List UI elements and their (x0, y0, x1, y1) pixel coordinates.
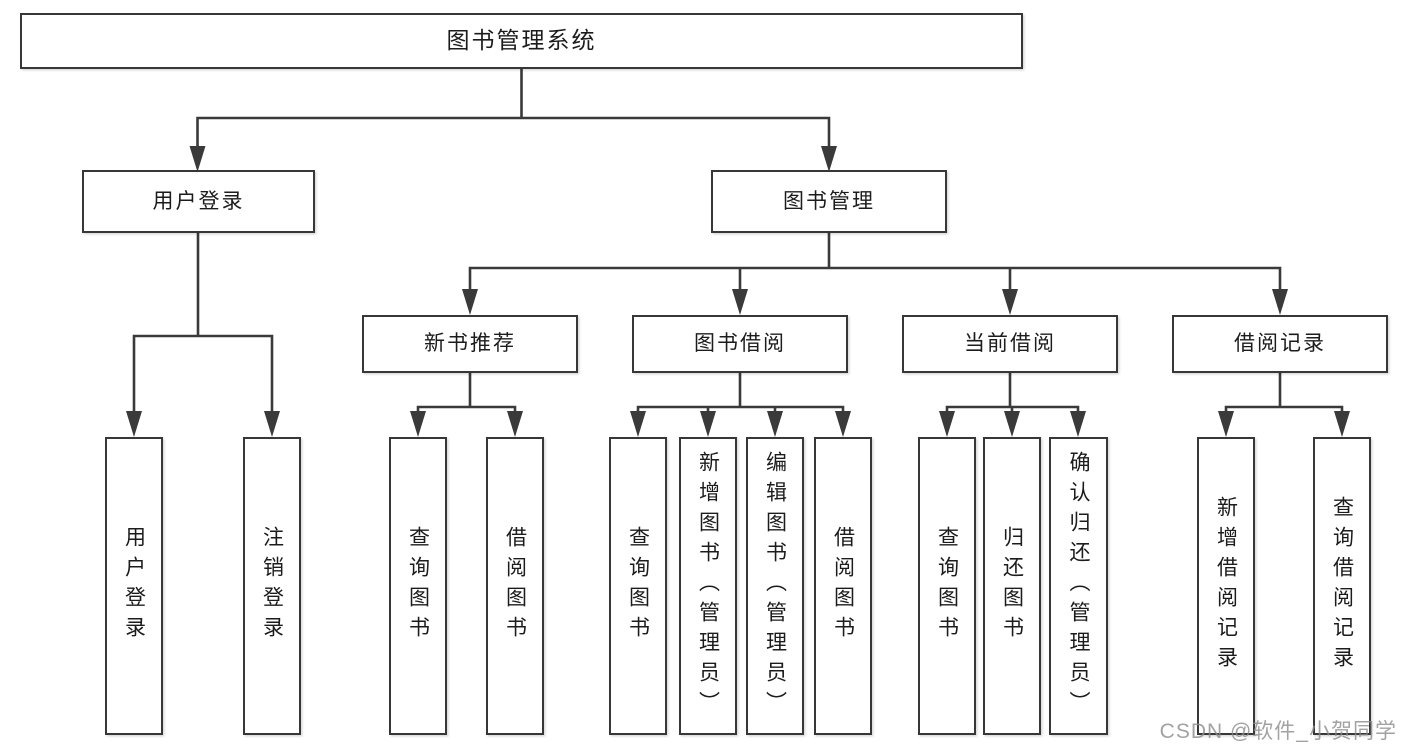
node-label: 图书管理系统 (446, 27, 597, 54)
connector-book-borrow-children (630, 371, 851, 437)
node-label: 借阅记录 (1234, 332, 1326, 356)
connector-borrow-records-children (1218, 371, 1350, 437)
connector-new-book-children (410, 371, 523, 437)
node-label: 查询借阅记录 (1330, 496, 1354, 676)
node-new-book-recommend: 新书推荐 (362, 315, 578, 373)
node-current-borrow: 当前借阅 (902, 315, 1118, 373)
leaf-add-books-admin: 新增图书（管理员） (679, 437, 737, 735)
leaf-recommend-borrow-books: 借阅图书 (486, 437, 544, 735)
csdn-watermark: CSDN @软件_小贺同学 (1159, 720, 1397, 743)
node-label: 用户登录 (122, 526, 146, 646)
node-book-borrow: 图书借阅 (632, 315, 848, 373)
leaf-borrow-books: 借阅图书 (814, 437, 872, 735)
leaf-return-books: 归还图书 (983, 437, 1041, 735)
node-label: 查询图书 (626, 526, 650, 646)
node-label: 注销登录 (260, 526, 284, 646)
node-user-login: 用户登录 (82, 170, 315, 233)
node-borrow-records: 借阅记录 (1172, 315, 1388, 373)
node-label: 借阅图书 (503, 526, 527, 646)
leaf-add-borrow-record: 新增借阅记录 (1197, 437, 1255, 735)
leaf-query-borrow-record: 查询借阅记录 (1313, 437, 1371, 735)
connector-root-to-level2 (189, 66, 837, 172)
node-library-system: 图书管理系统 (20, 13, 1023, 69)
leaf-recommend-query-books: 查询图书 (389, 437, 447, 735)
node-label: 用户登录 (152, 189, 245, 213)
node-label: 查询图书 (406, 526, 430, 646)
node-label: 查询图书 (935, 526, 959, 646)
node-label: 图书借阅 (694, 332, 786, 356)
leaf-logout: 注销登录 (243, 437, 301, 735)
node-label: 归还图书 (1000, 526, 1024, 646)
node-label: 借阅图书 (831, 526, 855, 646)
connector-book-mgmt-children (462, 231, 1288, 315)
leaf-edit-books-admin: 编辑图书（管理员） (746, 437, 804, 735)
leaf-confirm-return-admin: 确认归还（管理员） (1049, 437, 1108, 735)
connector-user-login-children (126, 231, 280, 437)
leaf-borrow-query-books: 查询图书 (609, 437, 667, 735)
leaf-user-login: 用户登录 (105, 437, 163, 735)
node-label: 新增图书（管理员） (696, 451, 720, 721)
connector-current-borrow-children (939, 371, 1086, 437)
node-book-management: 图书管理 (711, 170, 947, 233)
node-label: 编辑图书（管理员） (763, 451, 787, 721)
node-label: 新增借阅记录 (1214, 496, 1238, 676)
node-label: 图书管理 (783, 189, 875, 213)
node-label: 新书推荐 (424, 332, 516, 356)
node-label: 确认归还（管理员） (1067, 451, 1090, 721)
leaf-current-query-books: 查询图书 (918, 437, 976, 735)
node-label: 当前借阅 (964, 332, 1056, 356)
